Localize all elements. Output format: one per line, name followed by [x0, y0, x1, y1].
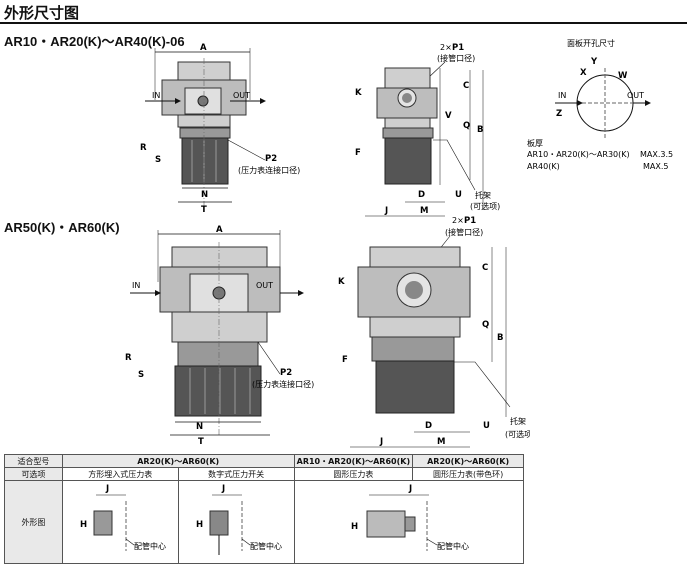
- ar10-front-view: A IN OUT R S N T P2 (压力表连接口径): [140, 43, 300, 215]
- dim-u2: U: [483, 421, 490, 431]
- page-title: 外形尺寸图: [4, 4, 80, 22]
- plate-row1-model: AR10・AR20(K)～AR30(K): [527, 150, 630, 159]
- dim-k: K: [355, 88, 362, 98]
- dim-d: D: [418, 190, 425, 200]
- table-row: 可选项 方形埋入式压力表 数字式压力开关 圆形压力表 圆形压力表(带色环): [4, 467, 524, 481]
- options-table: 适合型号 AR20(K)～AR60(K) AR10・AR20(K)～AR60(K…: [4, 454, 525, 564]
- table-cell: 数字式压力开关: [177, 467, 295, 481]
- dim-c2: C: [482, 263, 488, 273]
- dim-j2: J: [379, 437, 383, 447]
- in-label-2: IN: [132, 281, 140, 290]
- table-cell: AR10・AR20(K)～AR60(K): [293, 454, 414, 468]
- dim-j: J: [384, 206, 388, 216]
- p2-label-2: P2: [280, 368, 292, 378]
- round-gauge-drawing: J H 配管中心: [351, 484, 469, 551]
- dim-m: M: [420, 206, 428, 216]
- panel-dim-y: Y: [590, 57, 598, 67]
- dim-t2: T: [198, 437, 204, 447]
- table-cell: AR20(K)～AR60(K): [61, 454, 295, 468]
- dim-n: N: [201, 190, 208, 200]
- title-underline: [0, 22, 687, 24]
- table-cell-drawing: J H 配管中心: [61, 480, 179, 564]
- opt2-pipe-center: 配管中心: [250, 541, 282, 551]
- p1-prefix: 2×: [440, 43, 452, 52]
- dim-s2: S: [138, 370, 144, 380]
- dim-c: C: [463, 81, 469, 91]
- dim-a2: A: [216, 225, 223, 235]
- panel-in-label: IN: [558, 91, 566, 100]
- p1-note: (接管口径): [437, 53, 475, 63]
- dim-d2: D: [425, 421, 432, 431]
- p2-note-2: (压力表连接口径): [252, 379, 314, 389]
- panel-dim-w: W: [618, 71, 628, 81]
- p1-label-2: P1: [464, 216, 476, 226]
- table-cell: 适合型号: [4, 454, 63, 468]
- p1-prefix-2: 2×: [452, 216, 464, 225]
- table-cell-drawing: J H 配管中心: [177, 480, 295, 564]
- dim-f: F: [355, 148, 361, 158]
- section2-header: AR50(K)・AR60(K): [4, 220, 120, 235]
- plate-row2-model: AR40(K): [527, 162, 560, 171]
- opt3-pipe-center: 配管中心: [437, 541, 469, 551]
- opt3-dim-j: J: [408, 484, 412, 494]
- dim-r: R: [140, 143, 147, 153]
- opt2-dim-h: H: [196, 520, 203, 530]
- ar10-side-view: 2× P1 (接管口径) K F C V Q B D U J M 托架 (可选项…: [355, 43, 500, 217]
- table-cell: 方形埋入式压力表: [61, 467, 179, 481]
- plate-row1-value: MAX.3.5: [640, 150, 673, 159]
- out-label: OUT: [233, 91, 250, 100]
- table-row: 适合型号 AR20(K)～AR60(K) AR10・AR20(K)～AR60(K…: [4, 454, 524, 468]
- out-label-2: OUT: [256, 281, 273, 290]
- dim-f2: F: [342, 355, 348, 365]
- opt1-dim-h: H: [80, 520, 87, 530]
- table-cell: 外形图: [4, 480, 63, 564]
- dim-r2: R: [125, 353, 132, 363]
- p2-note: (压力表连接口径): [238, 165, 300, 175]
- dim-b: B: [477, 125, 483, 135]
- plate-row2-value: MAX.5: [643, 162, 669, 171]
- section1-header: AR10・AR20(K)～AR40(K)-06: [4, 34, 185, 49]
- p2-label: P2: [265, 154, 277, 164]
- panel-out-label: OUT: [627, 91, 644, 100]
- table-cell: AR20(K)～AR60(K): [412, 454, 524, 468]
- dim-n2: N: [196, 422, 203, 432]
- dim-v: V: [445, 111, 452, 121]
- plate-thickness-title: 板厚: [527, 138, 543, 148]
- bracket-label-2: 托架: [510, 416, 526, 426]
- dim-m2: M: [437, 437, 445, 447]
- opt1-dim-j: J: [105, 484, 109, 494]
- ar50-side-view: 2× P1 (接管口径) K F C Q B D U J M 托架 (可选项): [338, 216, 530, 448]
- opt3-dim-h: H: [351, 522, 358, 532]
- dim-a: A: [200, 43, 207, 53]
- dim-u: U: [455, 190, 462, 200]
- p1-label: P1: [452, 43, 464, 53]
- dim-q2: Q: [482, 320, 489, 330]
- dim-k2: K: [338, 277, 345, 287]
- dim-t: T: [201, 205, 207, 215]
- table-cell: 可选项: [4, 467, 63, 481]
- square-gauge-drawing: J H 配管中心: [80, 484, 166, 551]
- table-cell: 圆形压力表(带色环): [412, 467, 524, 481]
- digital-switch-drawing: J H 配管中心: [196, 484, 282, 555]
- panel-dim-z: Z: [556, 109, 562, 119]
- table-cell-drawing: J H 配管中心: [293, 480, 525, 564]
- panel-hole-diagram: 面板开孔尺寸 IN OUT Y X W Z 板厚 AR10・AR20(K)～AR…: [527, 38, 673, 171]
- panel-dim-x: X: [580, 68, 587, 78]
- bracket-note-2: (可选项): [505, 429, 530, 439]
- bracket-note: (可选项): [470, 201, 500, 211]
- opt2-dim-j: J: [221, 484, 225, 494]
- p1-note-2: (接管口径): [445, 227, 483, 237]
- dim-q: Q: [463, 121, 470, 131]
- dim-s: S: [155, 155, 161, 165]
- dim-b2: B: [497, 333, 503, 343]
- bracket-label: 托架: [475, 190, 491, 200]
- opt1-pipe-center: 配管中心: [134, 541, 166, 551]
- in-label: IN: [152, 91, 160, 100]
- ar50-front-view: A IN OUT R S N T P2 (压力表连接口径): [125, 225, 314, 447]
- table-row: 外形图 J H 配管中心 J H 配管中心: [4, 480, 525, 564]
- table-cell: 圆形压力表: [293, 467, 414, 481]
- panel-hole-title: 面板开孔尺寸: [567, 38, 615, 48]
